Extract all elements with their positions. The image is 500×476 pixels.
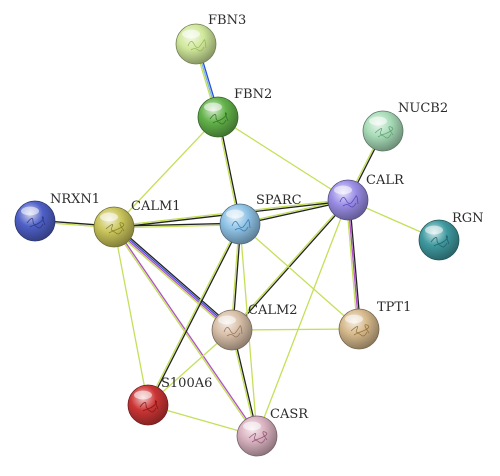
node-label: FBN3: [208, 13, 246, 28]
node-label: NRXN1: [50, 192, 100, 207]
node-fbn3[interactable]: FBN3: [175, 13, 246, 65]
protein-structure-icon: [339, 195, 359, 208]
edge-evidence-line: [348, 199, 362, 330]
node-sphere[interactable]: [338, 308, 380, 350]
node-sphere[interactable]: [175, 23, 217, 65]
node-label: SPARC: [256, 193, 302, 208]
node-highlight: [425, 225, 443, 235]
node-sphere[interactable]: [362, 110, 404, 152]
edge-sparc-tpt1: [239, 223, 360, 330]
protein-structure-icon: [374, 126, 394, 139]
edge-evidence-line: [231, 199, 350, 332]
node-casr[interactable]: CASR: [236, 407, 309, 457]
edge-evidence-line: [345, 199, 359, 330]
protein-structure-icon: [187, 39, 207, 52]
node-highlight: [369, 116, 387, 126]
node-highlight: [345, 314, 363, 324]
protein-structure-icon: [248, 431, 268, 444]
node-rgn[interactable]: RGN: [418, 211, 484, 261]
edge-evidence-line: [230, 198, 349, 331]
node-highlight: [182, 29, 200, 39]
edge-calm1-sparc: [113, 222, 241, 229]
edge-evidence-line: [256, 199, 349, 437]
edge-calm2-tpt1: [231, 328, 360, 331]
edge-calr-tpt1: [345, 199, 362, 330]
node-nrxn1[interactable]: NRXN1: [14, 192, 100, 242]
node-highlight: [204, 102, 222, 112]
node-highlight: [134, 390, 152, 400]
edge-evidence-line: [113, 222, 241, 227]
edge-evidence-line: [239, 223, 360, 330]
node-highlight: [218, 315, 236, 325]
edge-evidence-line: [111, 228, 232, 333]
node-label: RGN: [452, 211, 484, 226]
node-sparc[interactable]: SPARC: [219, 193, 302, 245]
node-fbn2[interactable]: FBN2: [197, 87, 272, 138]
node-sphere[interactable]: [127, 384, 169, 426]
node-calr[interactable]: CALR: [327, 173, 405, 221]
node-tpt1[interactable]: TPT1: [338, 300, 411, 350]
edge-calr-casr: [256, 199, 349, 437]
protein-structure-icon: [430, 235, 450, 248]
node-sphere[interactable]: [418, 219, 460, 261]
node-sphere[interactable]: [327, 179, 369, 221]
node-calm2[interactable]: CALM2: [211, 303, 298, 351]
protein-structure-icon: [26, 216, 46, 229]
node-label: S100A6: [161, 376, 212, 391]
node-calm1[interactable]: CALM1: [93, 199, 181, 248]
protein-structure-icon: [139, 400, 159, 413]
edge-sparc-s100a6: [146, 222, 242, 407]
node-label: TPT1: [377, 300, 411, 315]
edge-evidence-line: [113, 224, 241, 229]
edge-evidence-line: [148, 223, 242, 407]
node-sphere[interactable]: [219, 203, 261, 245]
node-label: NUCB2: [398, 101, 448, 116]
node-highlight: [21, 206, 39, 216]
node-s100a6[interactable]: S100A6: [127, 376, 212, 426]
protein-structure-icon: [231, 219, 251, 232]
protein-structure-icon: [223, 325, 243, 338]
node-label: CASR: [270, 407, 309, 422]
node-label: FBN2: [234, 87, 272, 102]
node-highlight: [226, 209, 244, 219]
edge-evidence-line: [112, 226, 233, 332]
node-sphere[interactable]: [236, 415, 278, 457]
edge-evidence-line: [231, 328, 360, 331]
node-sphere[interactable]: [197, 96, 239, 138]
edge-evidence-line: [347, 199, 360, 330]
edge-evidence-line: [114, 224, 235, 329]
node-highlight: [243, 421, 261, 431]
protein-structure-icon: [350, 324, 370, 337]
edge-evidence-line: [113, 225, 234, 331]
node-sphere[interactable]: [93, 206, 135, 248]
node-sphere[interactable]: [211, 309, 253, 351]
edge-fbn2-calr: [217, 116, 349, 201]
edge-calm1-s100a6: [113, 226, 149, 406]
node-sphere[interactable]: [14, 200, 56, 242]
protein-structure-icon: [105, 222, 125, 235]
edge-calm1-calm2: [111, 224, 235, 333]
node-nucb2[interactable]: NUCB2: [362, 101, 448, 152]
edge-evidence-line: [217, 116, 349, 201]
node-label: CALM1: [131, 199, 181, 214]
node-label: CALM2: [248, 303, 298, 318]
edge-evidence-line: [113, 226, 149, 406]
edge-evidence-line: [113, 116, 219, 228]
edge-fbn2-calm1: [113, 116, 219, 228]
protein-structure-icon: [209, 112, 229, 125]
node-label: CALR: [366, 173, 405, 188]
edge-calr-calm2: [230, 198, 350, 332]
node-highlight: [334, 185, 352, 195]
node-highlight: [100, 212, 118, 222]
edge-evidence-line: [146, 222, 240, 406]
